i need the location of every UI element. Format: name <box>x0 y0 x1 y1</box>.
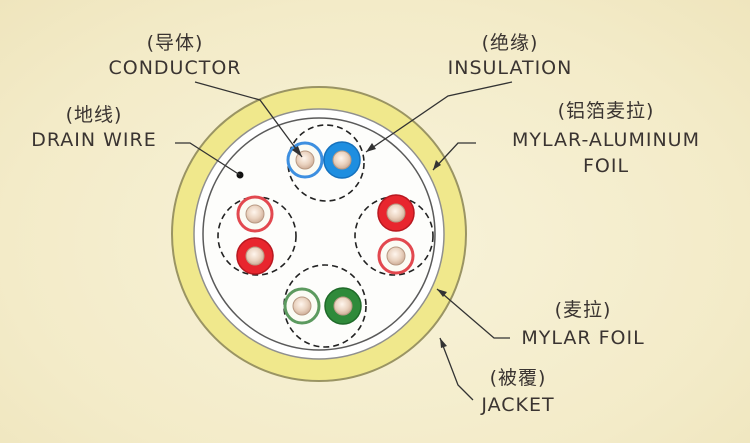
label-mylar-foil-cn: (麦拉) <box>554 299 612 321</box>
arrowhead-jacket <box>440 338 447 348</box>
mylar-foil-ring <box>202 117 436 351</box>
leader-insulation <box>365 81 513 153</box>
wire-white-blue <box>286 141 324 179</box>
arrowhead-insulation <box>366 143 376 152</box>
label-jacket: (被覆) JACKET <box>458 367 578 416</box>
label-insulation: (绝缘) INSULATION <box>420 32 600 79</box>
wire-red-left <box>236 237 274 275</box>
pair-shield-top <box>287 124 365 202</box>
label-mylar-aluminum-foil-en2: FOIL <box>582 155 630 177</box>
label-drain-wire-cn: (地线) <box>65 104 123 126</box>
label-conductor: (导体) CONDUCTOR <box>80 32 270 79</box>
label-jacket-cn: (被覆) <box>489 367 547 389</box>
label-jacket-en: JACKET <box>481 394 555 416</box>
label-insulation-cn: (绝缘) <box>481 32 539 54</box>
label-conductor-en: CONDUCTOR <box>108 57 242 79</box>
leader-conductor <box>194 81 303 158</box>
leader-jacket <box>439 337 474 401</box>
leader-mylar-foil <box>436 288 510 339</box>
arrowhead-mylar-foil <box>437 289 447 297</box>
wire-red-right <box>377 194 415 232</box>
label-mylar-foil-en: MYLAR FOIL <box>521 327 645 349</box>
label-mylar-aluminum-foil-en1: MYLAR-ALUMINUM <box>512 129 700 151</box>
label-mylar-aluminum-foil-cn: (铝箔麦拉) <box>557 100 655 122</box>
label-insulation-en: INSULATION <box>447 57 573 79</box>
wire-blue <box>323 141 361 179</box>
label-conductor-cn: (导体) <box>146 32 204 54</box>
leader-drain-wire <box>175 142 241 176</box>
label-drain-wire-en: DRAIN WIRE <box>31 129 157 151</box>
pair-shield-bottom <box>283 264 367 348</box>
wire-white-red-right <box>377 237 415 275</box>
label-mylar-aluminum-foil: (铝箔麦拉) MYLAR-ALUMINUM FOIL <box>470 100 742 177</box>
arrowhead-mylar-aluminum-foil <box>433 160 441 170</box>
wire-green <box>324 287 362 325</box>
wire-white-green <box>283 287 321 325</box>
label-drain-wire: (地线) DRAIN WIRE <box>10 104 178 151</box>
wire-white-red-left <box>236 195 274 233</box>
arrowhead-conductor <box>292 146 302 157</box>
label-mylar-foil: (麦拉) MYLAR FOIL <box>498 299 668 349</box>
leader-mylar-aluminum-foil <box>432 142 476 171</box>
